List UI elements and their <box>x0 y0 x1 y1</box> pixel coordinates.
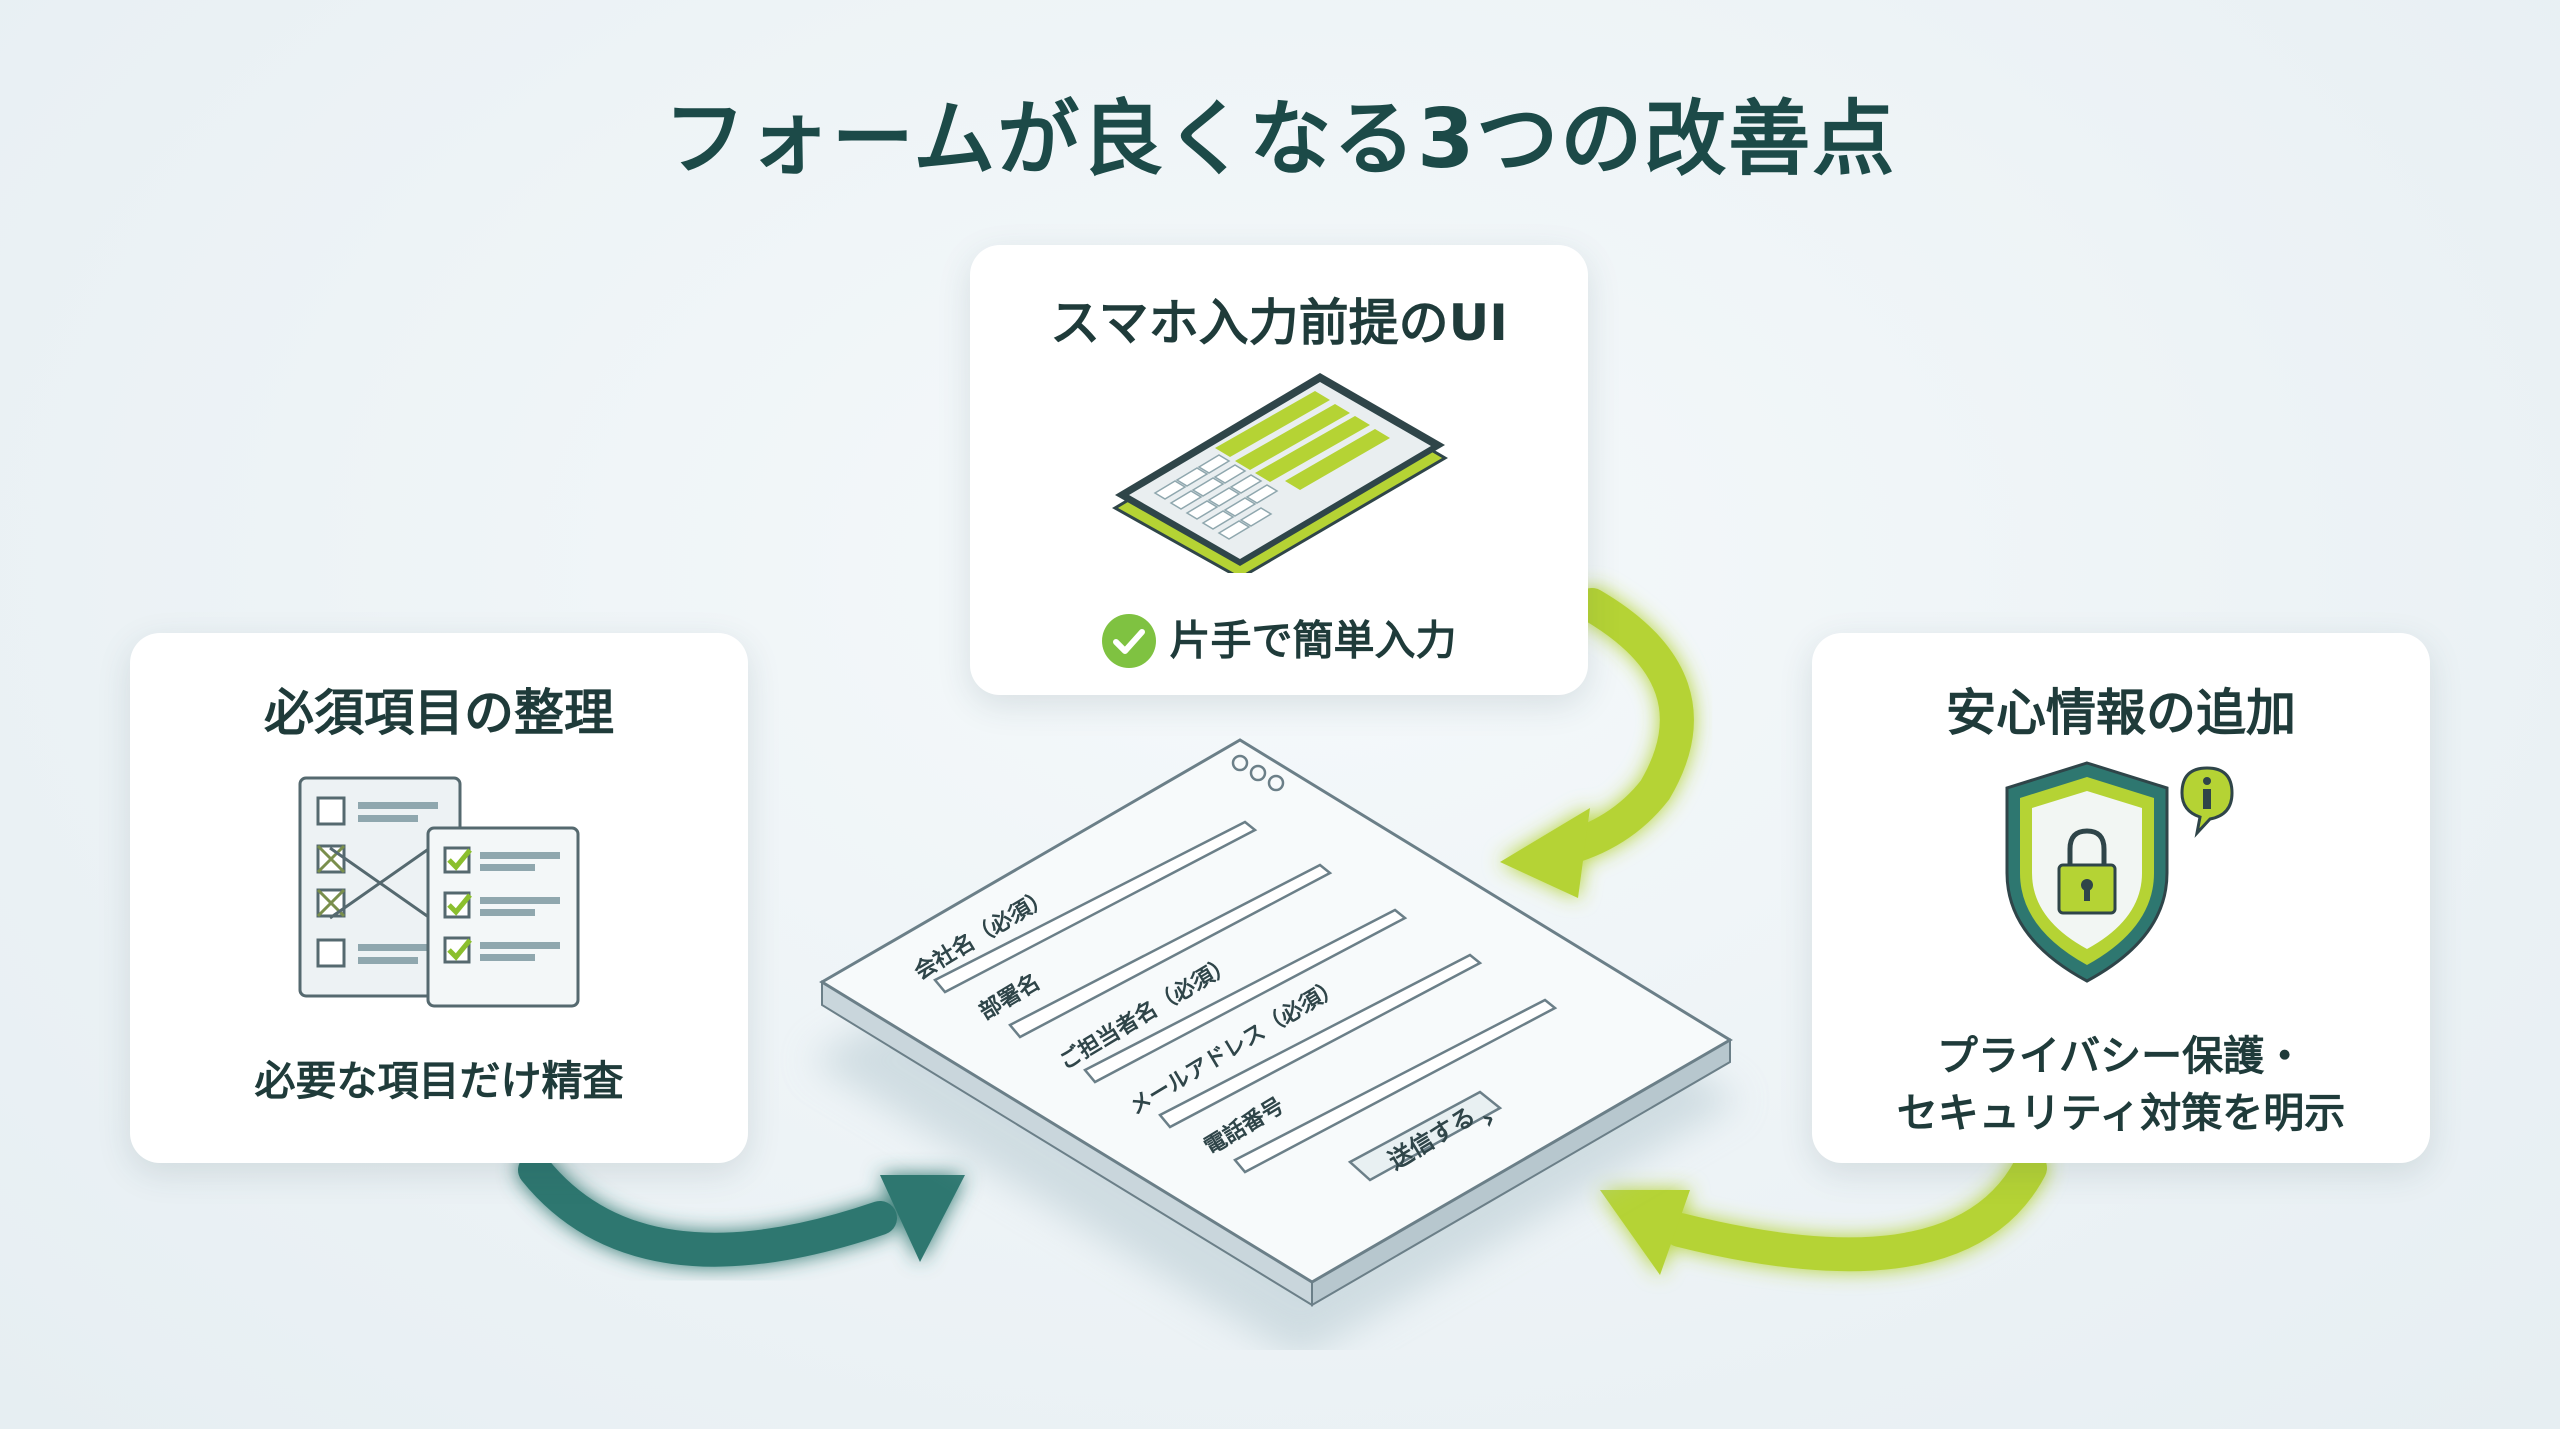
card-caption: プライバシー保護・ セキュリティ対策を明示 <box>1812 1028 2430 1141</box>
card-mobile-ui: スマホ入力前提のUI 片手で簡単入力 <box>970 245 1588 695</box>
card-title: 必須項目の整理 <box>264 684 614 742</box>
info-icon <box>2180 766 2234 838</box>
arrow-top-to-form <box>1500 588 1694 898</box>
card-caption: 片手で簡単入力 <box>1169 616 1457 665</box>
card-required-fields: 必須項目の整理 必要な項目だけ精査 <box>130 633 748 1163</box>
checklist-icon <box>298 776 580 1008</box>
card-title: 安心情報の追加 <box>1946 684 2296 742</box>
smartphone-icon <box>1112 373 1448 573</box>
submit-button-shape <box>1347 1090 1503 1182</box>
page-title: フォームが良くなる3つの改善点 <box>663 92 1897 187</box>
input-email <box>1158 953 1483 1129</box>
card-caption-row: 片手で簡単入力 <box>970 610 1588 669</box>
input-contact-name <box>1083 908 1408 1084</box>
window-dot <box>1231 754 1249 772</box>
shield-lock-icon <box>2005 761 2234 983</box>
card-caption-line2: セキュリティ対策を明示 <box>1896 1088 2346 1137</box>
window-dot <box>1267 774 1285 792</box>
input-company <box>933 820 1258 994</box>
card-caption-line1: プライバシー保護・ <box>1936 1032 2306 1080</box>
form-illustration: 会社名（必須） 部署名 ご担当者名（必須） メールアドレス（必須） 電話番号 送… <box>810 738 1740 1350</box>
arrow-left-to-form <box>518 1153 965 1267</box>
window-dot <box>1249 764 1267 782</box>
input-phone <box>1233 998 1558 1174</box>
card-caption: 必要な項目だけ精査 <box>254 1057 624 1105</box>
arrow-right-to-form <box>1600 1151 2047 1275</box>
form-panel <box>819 738 1733 1284</box>
check-circle-icon <box>1101 614 1156 668</box>
input-department <box>1008 863 1333 1039</box>
card-security-info: 安心情報の追加 プライバシー保護・ セキュリティ対策を明示 <box>1812 633 2430 1163</box>
card-title: スマホ入力前提のUI <box>1050 294 1508 352</box>
